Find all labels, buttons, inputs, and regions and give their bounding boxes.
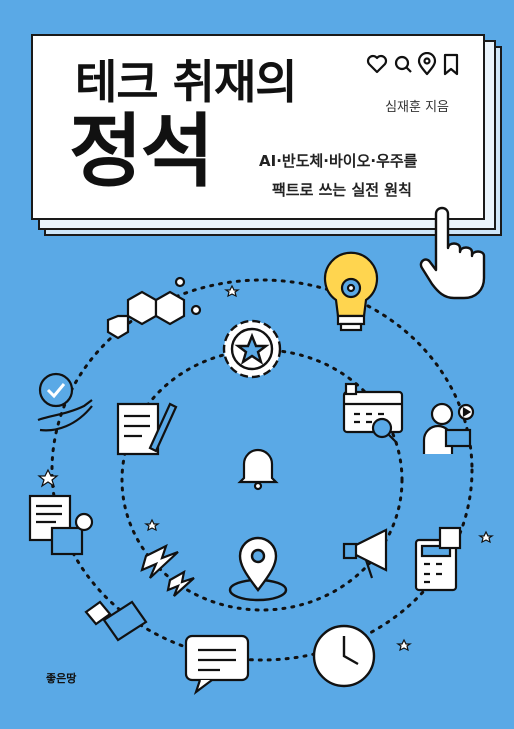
lightbulb-gear-icon bbox=[323, 251, 379, 332]
location-pin-icon bbox=[417, 52, 437, 76]
title-line-2: 정석 bbox=[69, 105, 214, 198]
document-pen-icon bbox=[116, 402, 178, 456]
checkmark-hand-icon bbox=[37, 372, 93, 432]
hand-pointer-icon bbox=[419, 206, 486, 300]
chat-bubble-icon bbox=[184, 634, 250, 695]
subtitle-line-1: AI·반도체·바이오·우주를 bbox=[259, 152, 418, 170]
gear-star-icon bbox=[222, 319, 282, 379]
location-pin-icon bbox=[228, 536, 288, 602]
title-card: 테크 취재의 정석 심재훈 지음 AI·반도체·바이오·우주를 팩트로 쓰는 실… bbox=[31, 34, 485, 220]
publisher-logo: 좋은땅 bbox=[46, 672, 77, 685]
calculator-dollar-icon bbox=[414, 526, 462, 592]
usb-drive-icon bbox=[84, 600, 148, 642]
calendar-search-icon bbox=[342, 382, 404, 444]
decorative-sparkles bbox=[37, 284, 494, 652]
author-name: 심재훈 지음 bbox=[385, 100, 449, 115]
bookmark-icon bbox=[443, 53, 459, 76]
bell-icon bbox=[237, 448, 279, 491]
clock-icon bbox=[312, 624, 376, 688]
heart-icon bbox=[366, 54, 388, 74]
megaphone-icon bbox=[342, 528, 388, 579]
title-line-1: 테크 취재의 bbox=[75, 55, 298, 109]
notebook-info-icon bbox=[28, 494, 94, 556]
lightning-icon bbox=[140, 543, 195, 597]
subtitle-line-2: 팩트로 쓰는 실전 원칙 bbox=[272, 181, 412, 199]
molecule-icon bbox=[106, 276, 202, 340]
search-icon bbox=[394, 55, 412, 73]
person-laptop-icon bbox=[422, 402, 475, 454]
card-icon-row bbox=[366, 52, 459, 76]
